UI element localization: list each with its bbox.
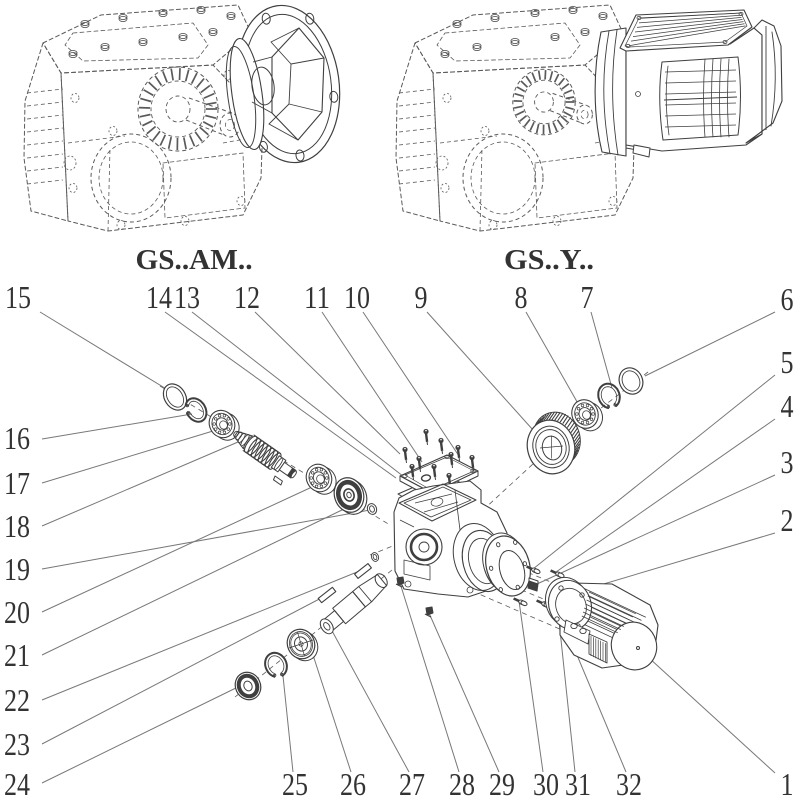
svg-text:25: 25 bbox=[282, 766, 308, 800]
svg-text:3: 3 bbox=[781, 444, 794, 480]
svg-text:28: 28 bbox=[449, 766, 475, 800]
svg-text:22: 22 bbox=[4, 682, 30, 718]
svg-text:30: 30 bbox=[533, 766, 559, 800]
svg-text:15: 15 bbox=[5, 279, 31, 315]
svg-text:2: 2 bbox=[781, 502, 794, 538]
svg-text:12: 12 bbox=[234, 279, 260, 315]
svg-text:10: 10 bbox=[344, 279, 370, 315]
svg-text:17: 17 bbox=[4, 465, 30, 501]
svg-text:6: 6 bbox=[781, 281, 794, 317]
svg-text:29: 29 bbox=[489, 766, 515, 800]
svg-text:18: 18 bbox=[4, 508, 30, 544]
svg-text:24: 24 bbox=[4, 766, 30, 800]
svg-text:19: 19 bbox=[4, 551, 30, 587]
svg-text:16: 16 bbox=[4, 420, 30, 456]
svg-text:26: 26 bbox=[340, 766, 366, 800]
svg-text:4: 4 bbox=[781, 388, 794, 424]
svg-text:20: 20 bbox=[4, 594, 30, 630]
svg-text:31: 31 bbox=[565, 766, 591, 800]
svg-text:1: 1 bbox=[781, 766, 794, 800]
svg-text:27: 27 bbox=[399, 766, 425, 800]
svg-text:14: 14 bbox=[146, 279, 172, 315]
svg-text:8: 8 bbox=[515, 279, 528, 315]
svg-text:7: 7 bbox=[581, 279, 594, 315]
svg-text:GS..Y..: GS..Y.. bbox=[504, 244, 594, 276]
svg-text:23: 23 bbox=[4, 726, 30, 762]
svg-text:GS..AM..: GS..AM.. bbox=[136, 244, 253, 276]
svg-text:13: 13 bbox=[174, 279, 200, 315]
svg-text:32: 32 bbox=[616, 766, 642, 800]
svg-text:5: 5 bbox=[781, 344, 794, 380]
svg-text:21: 21 bbox=[4, 637, 30, 673]
svg-text:9: 9 bbox=[415, 279, 428, 315]
svg-text:11: 11 bbox=[304, 279, 330, 315]
